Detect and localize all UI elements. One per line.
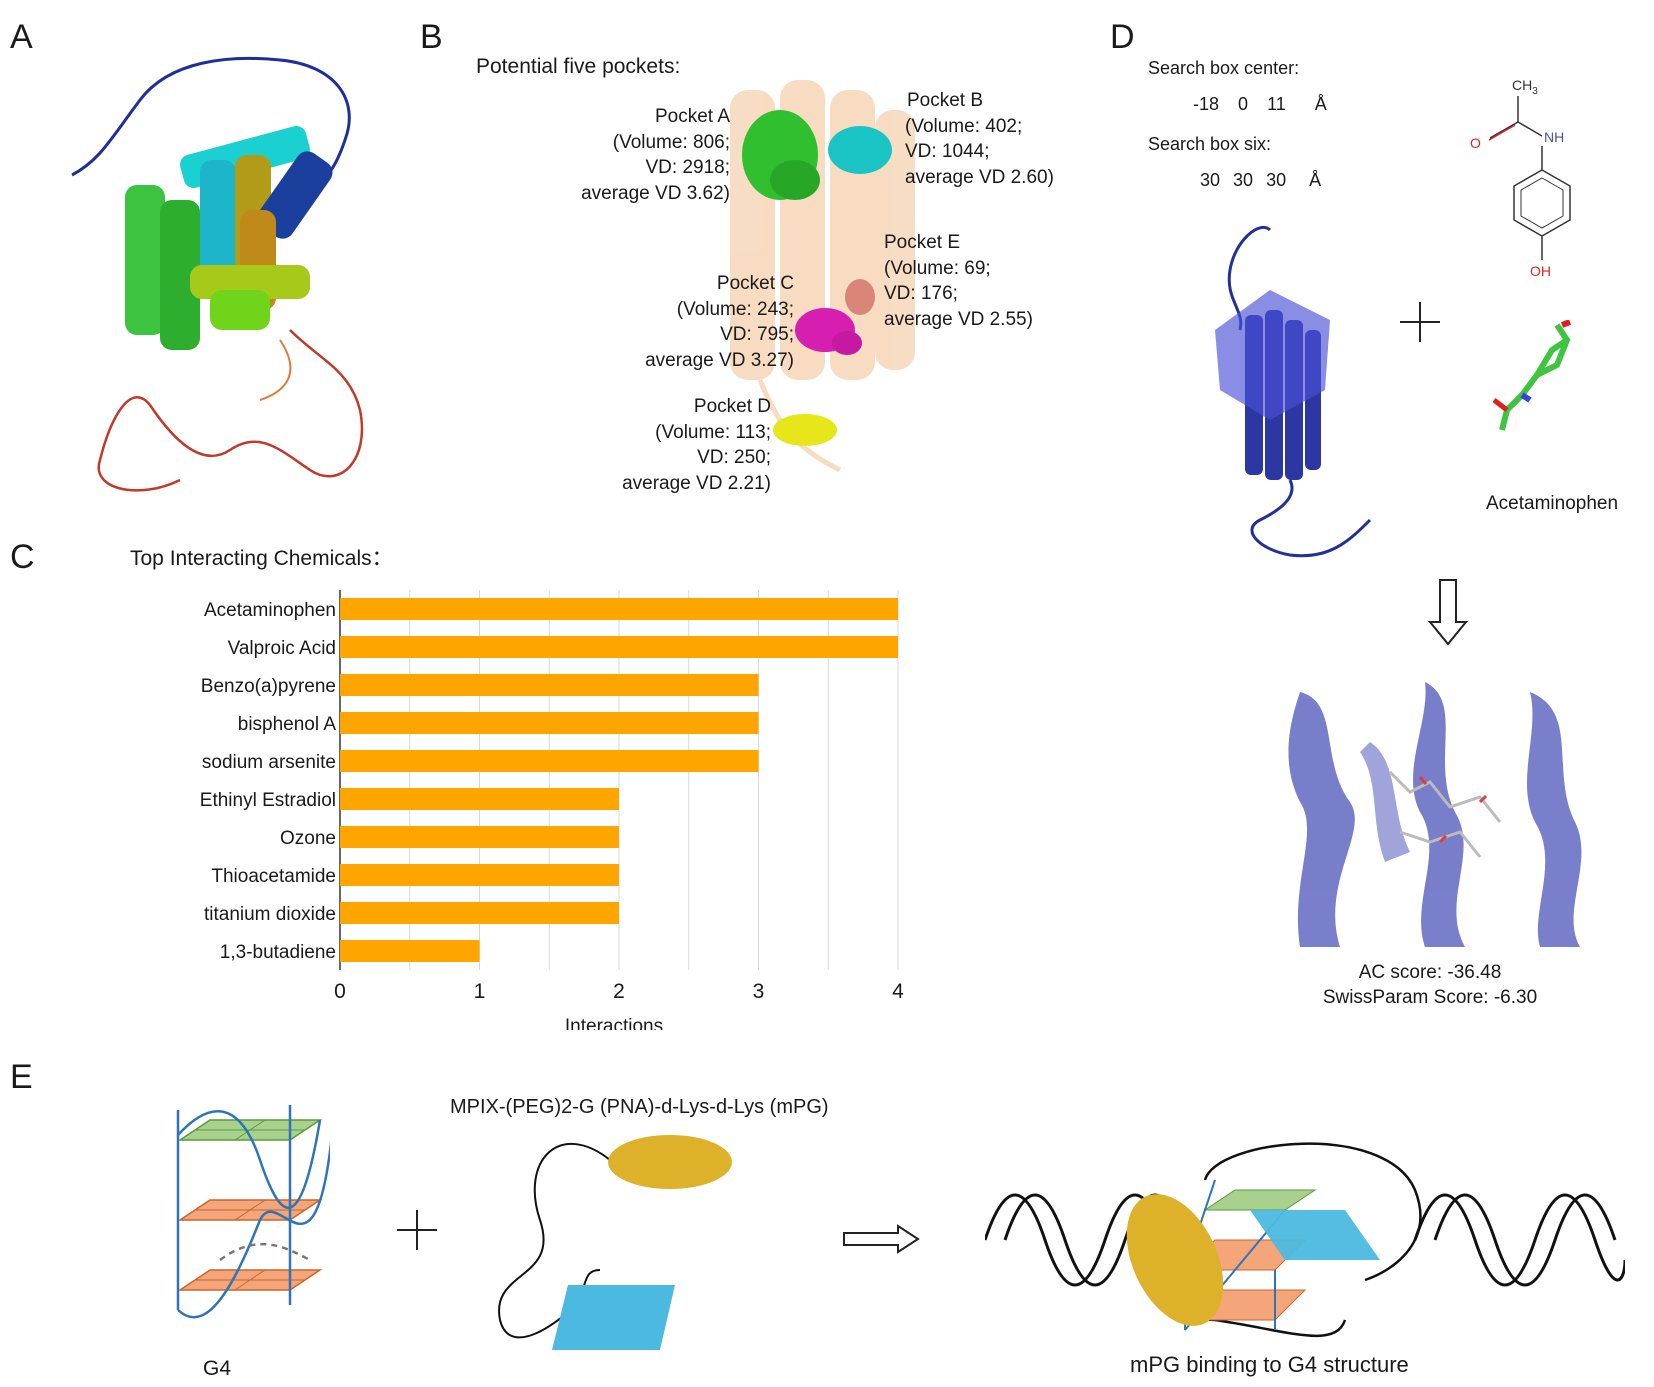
docking-scores: AC score: -36.48 SwissParam Score: -6.30: [1270, 960, 1590, 1010]
search-box-size-values: 30 30 30 Å: [1200, 170, 1322, 190]
svg-text:OH: OH: [1530, 263, 1551, 279]
ac-score: AC score: -36.48: [1358, 962, 1502, 983]
search-box-center-label: Search box center:: [1148, 58, 1300, 78]
bar: [340, 598, 898, 620]
pocket-c-e-blobs: [795, 279, 875, 355]
panel-letter-b: B: [420, 18, 443, 56]
pocket-d-label: Pocket D(Volume: 113;VD: 250;average VD …: [622, 396, 771, 494]
mpg-label: MPIX-(PEG)2-G (PNA)-d-Lys-d-Lys (mPG): [450, 1096, 829, 1118]
panel-letter-c: C: [10, 538, 35, 576]
mpix-ellipse: [1126, 1194, 1224, 1326]
svg-text:CH3: CH3: [1512, 77, 1538, 97]
bar: [340, 636, 898, 658]
x-tick-label: 3: [753, 980, 765, 1003]
mpg-molecule-diagram: [498, 1135, 732, 1350]
pocket-b-blob: [828, 126, 892, 174]
category-label: Acetaminophen: [204, 600, 336, 621]
plus-icon: [1400, 302, 1440, 342]
pna-square: [552, 1285, 675, 1350]
pocket-e-blob: [845, 279, 875, 315]
category-label: bisphenol A: [238, 714, 337, 735]
swissparam-score: SwissParam Score: -6.30: [1322, 987, 1538, 1008]
x-tick-label: 2: [613, 980, 625, 1003]
protein-ribbon-structure: [71, 56, 364, 492]
docking-closeup: [1280, 682, 1600, 947]
pocket-a-b-blobs: [742, 110, 892, 200]
docking-protein-with-search-box: [1215, 226, 1372, 558]
bar: [340, 750, 759, 772]
search-box-center-values: -18 0 11 Å: [1193, 94, 1327, 114]
right-arrow-icon: [843, 1224, 920, 1254]
category-label: Valproic Acid: [228, 638, 336, 659]
chart-title: Top Interacting Chemicals：: [130, 547, 393, 570]
helix-bundle: [125, 126, 333, 350]
x-axis-label: Interactions: [565, 1016, 663, 1030]
mpg-g4-binding-diagram: [985, 1142, 1625, 1338]
n-terminal-loop: [71, 56, 351, 192]
panel-letter-a: A: [10, 18, 33, 56]
pna-square: [1250, 1210, 1380, 1260]
down-arrow-icon: [1428, 579, 1468, 646]
bar: [340, 902, 619, 924]
x-tick-label: 1: [474, 980, 486, 1003]
pocket-a-label: Pocket A(Volume: 806;VD: 2918;average VD…: [581, 106, 730, 204]
panel-letter-d: D: [1110, 18, 1135, 56]
pocket-c-label: Pocket C(Volume: 243;VD: 795;average VD …: [645, 273, 794, 371]
bar: [340, 826, 619, 848]
category-label: sodium arsenite: [202, 752, 336, 773]
search-box: [1215, 290, 1330, 420]
bar: [340, 674, 759, 696]
panel-letter-e: E: [10, 1058, 33, 1096]
mpix-ellipse: [608, 1135, 732, 1189]
bar: [340, 788, 619, 810]
x-tick-label: 4: [892, 980, 904, 1003]
category-label: Ozone: [280, 828, 336, 849]
pockets-title: Potential five pockets:: [476, 55, 681, 78]
category-label: 1,3-butadiene: [220, 942, 336, 963]
g4-label: G4: [203, 1357, 232, 1380]
acetaminophen-structure-3d: [1492, 320, 1572, 431]
svg-text:O: O: [1470, 135, 1481, 151]
svg-text:NH: NH: [1544, 129, 1564, 145]
category-label: titanium dioxide: [204, 904, 336, 925]
acetaminophen-structure-2d: CH3 O NH OH: [1470, 77, 1571, 279]
x-tick-label: 0: [334, 980, 346, 1003]
ligand-name: Acetaminophen: [1486, 493, 1619, 514]
pocket-d-blob: [773, 414, 837, 446]
binding-label: mPG binding to G4 structure: [1130, 1352, 1409, 1377]
bar: [340, 712, 759, 734]
search-box-size-label: Search box six:: [1148, 134, 1272, 154]
plus-icon: [397, 1210, 437, 1250]
bar: [340, 864, 619, 886]
c-terminal-loop: [97, 329, 364, 492]
category-label: Benzo(a)pyrene: [201, 676, 336, 697]
category-label: Ethinyl Estradiol: [200, 790, 336, 811]
bar: [340, 940, 480, 962]
category-label: Thioacetamide: [211, 866, 336, 887]
pocket-b-label: Pocket B(Volume: 402;VD: 1044;average VD…: [905, 90, 1054, 188]
g4-structure: [176, 1105, 330, 1319]
pocket-e-label: Pocket E(Volume: 69;VD: 176;average VD 2…: [884, 232, 1033, 330]
